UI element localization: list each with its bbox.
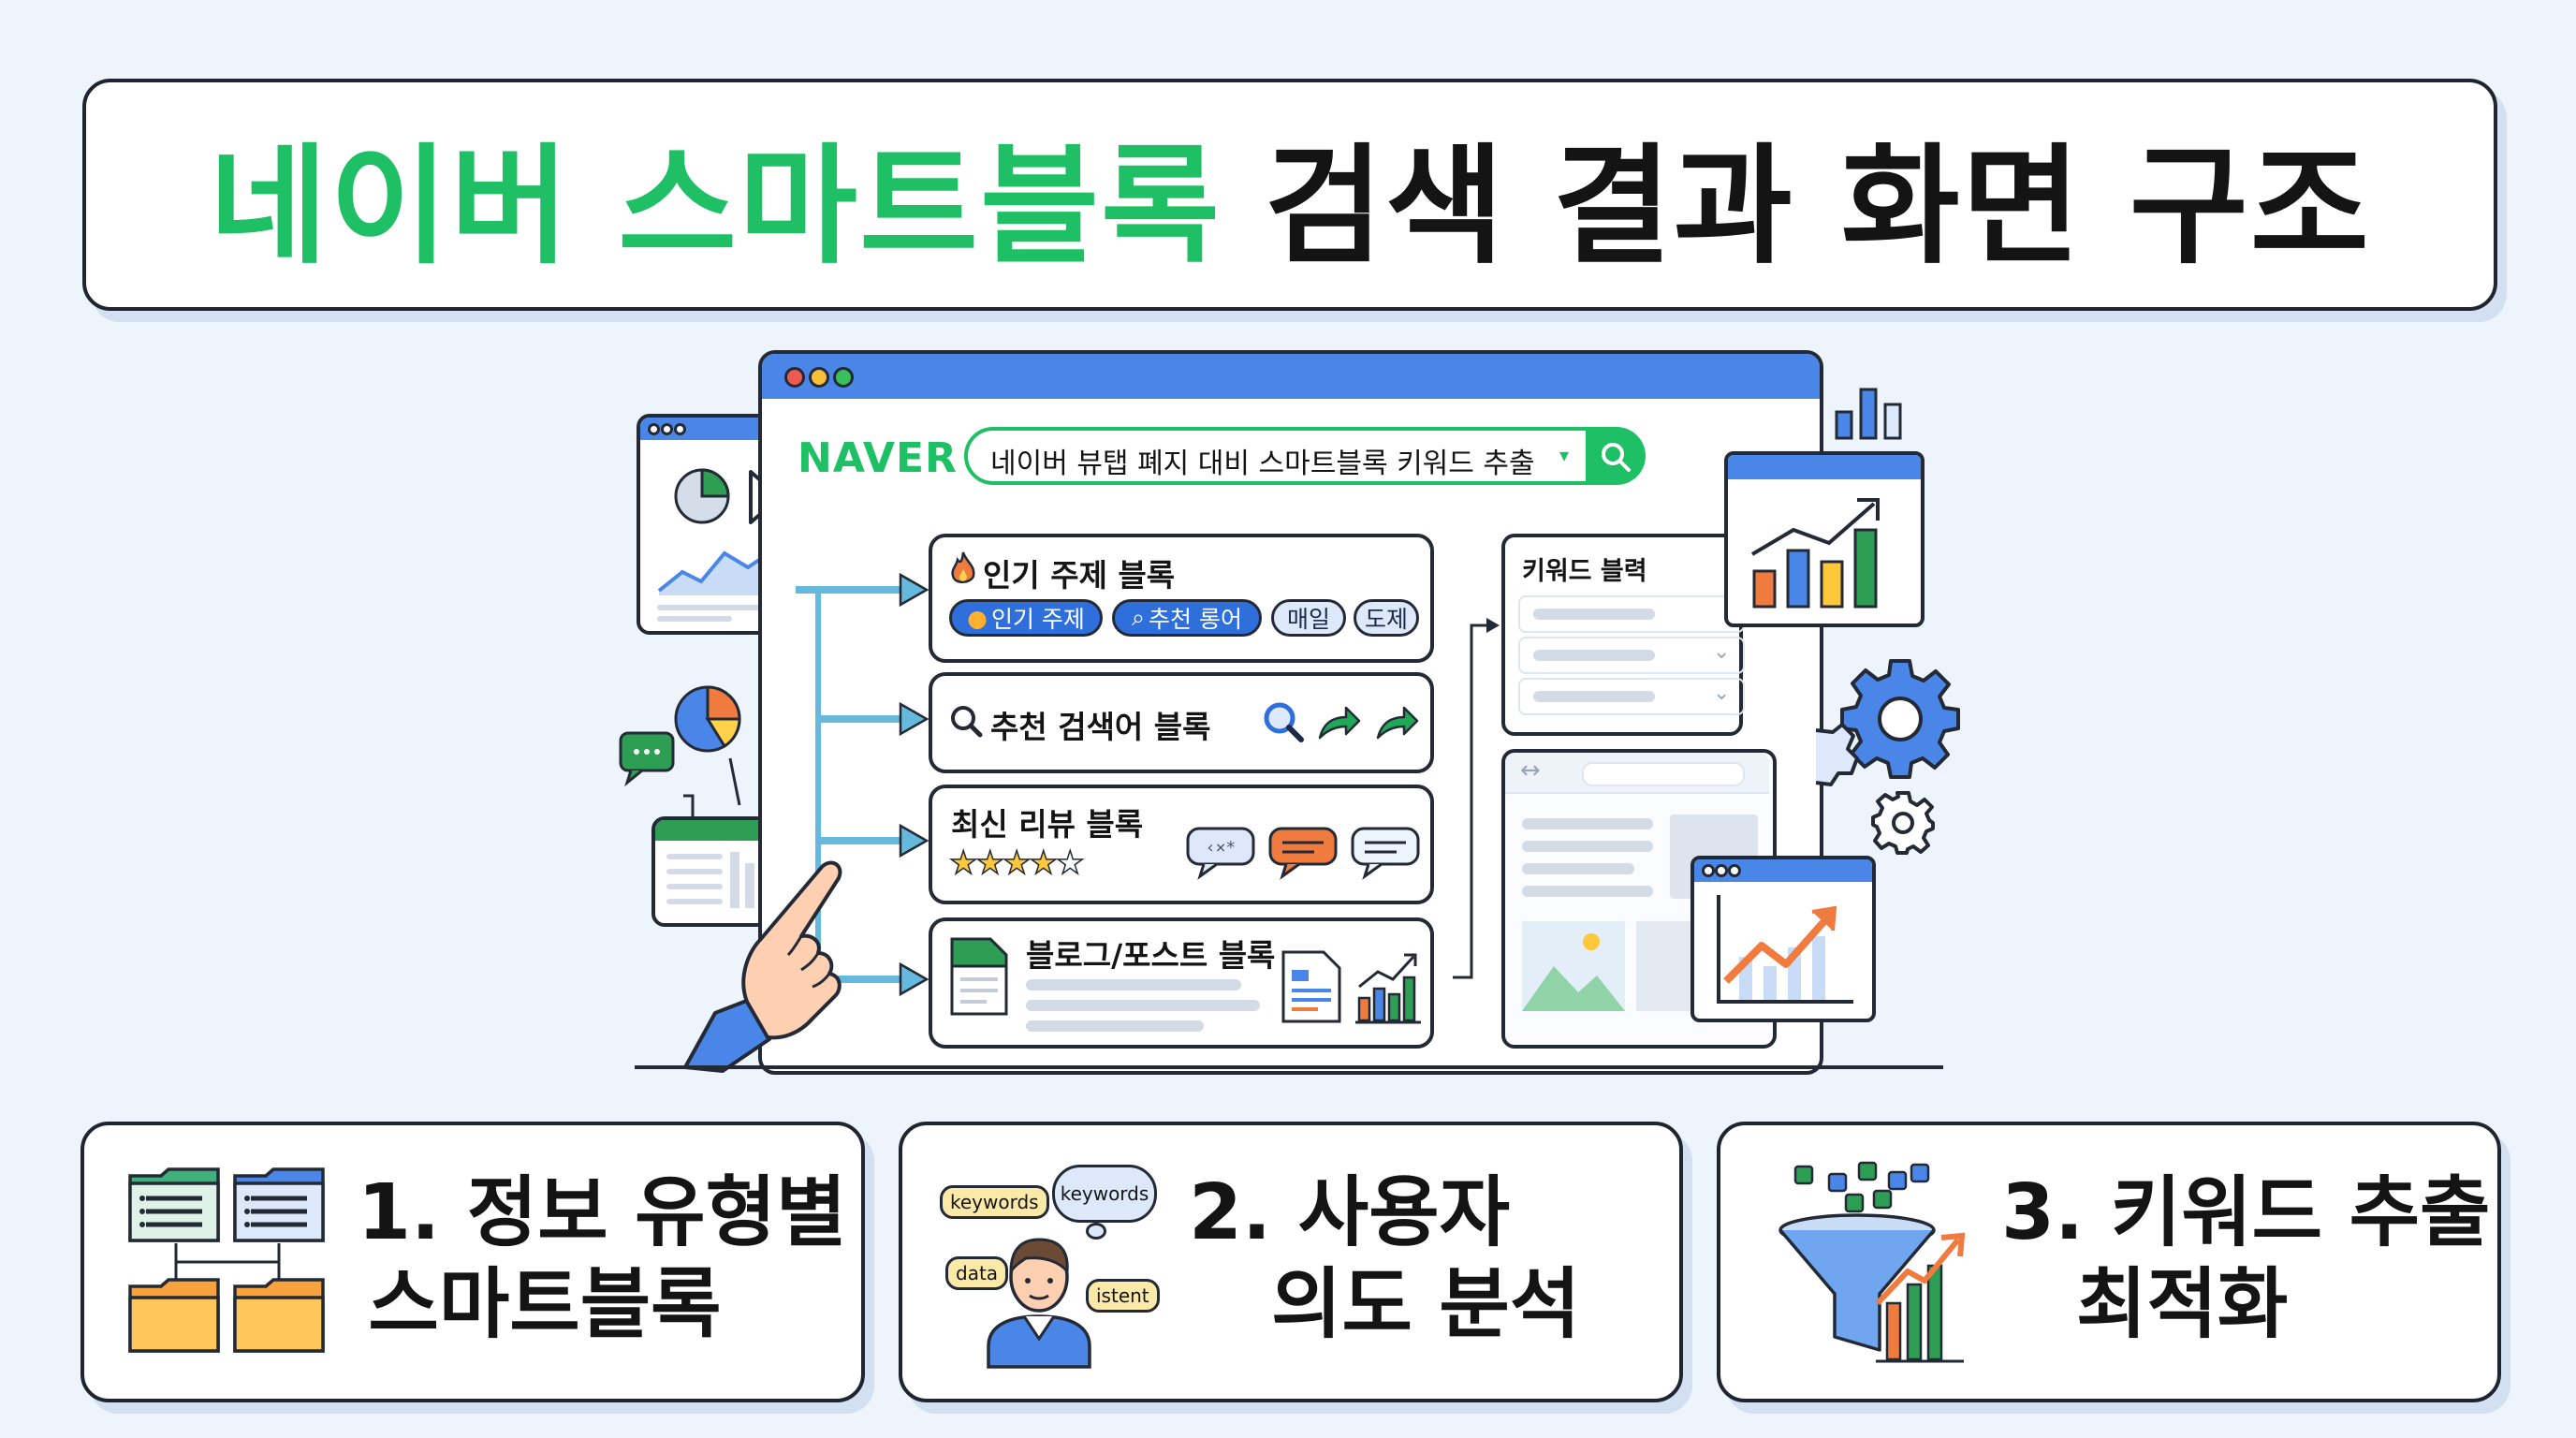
- svg-text:‹×*: ‹×*: [1206, 838, 1237, 858]
- connector-line: [683, 757, 741, 824]
- star-icon: ★: [1029, 844, 1059, 883]
- line-chart-icon: [657, 550, 764, 595]
- step-2-line2: 의도 분석: [1271, 1260, 1581, 1349]
- pie-chart-icon: [674, 685, 741, 753]
- gear-icon: [1871, 791, 1935, 855]
- arrow-icon: [1376, 706, 1419, 740]
- fire-icon: ●: [967, 604, 988, 632]
- star-rating: ★★★★★: [948, 844, 1085, 883]
- intent-tag: istent: [1086, 1279, 1160, 1313]
- hand-icon: [683, 860, 842, 1073]
- search-button[interactable]: [1586, 427, 1646, 485]
- document-icon: [950, 937, 1008, 1016]
- block-label: 추천 검색어 블록: [990, 709, 1211, 745]
- star-icon: ★: [948, 844, 978, 883]
- folder-icon: [233, 1278, 325, 1353]
- trend-chart-window: [1690, 856, 1876, 1022]
- keyword-dropdown-2[interactable]: ⌄: [1518, 637, 1745, 674]
- data-tag: data: [945, 1256, 1009, 1290]
- document-icon: [1281, 950, 1341, 1023]
- chip-popular-topic[interactable]: ● 인기 주제: [949, 599, 1103, 637]
- latest-review-block[interactable]: 최신 리뷰 블록 ★★★★★ ‹×*: [929, 785, 1434, 904]
- keyword-dropdown-1[interactable]: [1518, 595, 1745, 633]
- person-icon: [987, 1238, 1091, 1369]
- mini-table-window: [651, 816, 769, 927]
- title-banner: 네이버 스마트블록 검색 결과 화면 구조: [82, 79, 2497, 311]
- chat-icon: [1351, 827, 1420, 880]
- chip-dogeje[interactable]: 도제: [1354, 599, 1419, 637]
- gear-icon: [1840, 659, 1960, 779]
- page-title: 네이버 스마트블록 검색 결과 화면 구조: [86, 82, 2494, 307]
- connector-arrow: [1453, 618, 1500, 979]
- star-icon: ★: [975, 844, 1005, 883]
- search-icon: ⌕: [1132, 604, 1146, 631]
- arrow-icon: [1318, 706, 1361, 740]
- window-minimize-dot[interactable]: [809, 367, 829, 388]
- chip-daily[interactable]: 매일: [1271, 599, 1346, 637]
- keyword-tag: keywords: [1060, 1182, 1149, 1205]
- funnel-icon: [1778, 1161, 1966, 1363]
- title-highlight: 네이버 스마트블록: [209, 131, 1222, 282]
- blog-post-block[interactable]: 블로그/포스트 블록: [929, 917, 1434, 1049]
- step-2-line1: 2. 사용자: [1189, 1168, 1511, 1257]
- gear-icon: [1815, 723, 1859, 786]
- thought-cloud: keywords: [1052, 1165, 1157, 1223]
- window-maximize-dot[interactable]: [833, 367, 854, 388]
- pie-chart-icon: [674, 468, 730, 524]
- chat-icon: [619, 731, 675, 787]
- step-card-2: keywords keywords data istent 2. 사용자 의도 …: [899, 1122, 1683, 1402]
- search-icon: [1602, 443, 1631, 472]
- block-label: 최신 리뷰 블록: [951, 806, 1144, 843]
- folder-icon: [128, 1167, 220, 1242]
- chip-label: 인기 주제: [990, 606, 1085, 633]
- nav-arrows-icon[interactable]: ↔: [1520, 756, 1541, 785]
- recommended-search-block[interactable]: 추천 검색어 블록: [929, 672, 1434, 773]
- chip-recommended[interactable]: ⌕ 추천 롱어: [1112, 599, 1262, 637]
- window-close-dot[interactable]: [784, 367, 805, 388]
- keyword-panel[interactable]: 키워드 블력 ⌄ ⌄: [1501, 534, 1745, 736]
- step-1-line1: 1. 정보 유형별: [358, 1168, 847, 1257]
- popular-topic-block[interactable]: 인기 주제 블록 ● 인기 주제 ⌕ 추천 롱어 매일 도제: [929, 534, 1434, 663]
- fire-icon: [951, 551, 975, 583]
- naver-logo[interactable]: NAVER: [798, 434, 958, 482]
- title-rest: 검색 결과 화면 구조: [1264, 131, 2371, 282]
- step-3-line1: 3. 키워드 추출: [2001, 1168, 2491, 1257]
- chart-icon: [1750, 498, 1880, 609]
- browser-window: NAVER 네이버 뷰탭 폐지 대비 스마트블록 키워드 추출 ▾ 인기 주제 …: [758, 350, 1823, 1075]
- search-bar[interactable]: 네이버 뷰탭 폐지 대비 스마트블록 키워드 추출 ▾: [964, 427, 1646, 485]
- baseline: [635, 1065, 1943, 1069]
- step-1-line2: 스마트블록: [368, 1260, 722, 1349]
- chat-icon: [1268, 827, 1338, 880]
- chip-label: 매일: [1286, 606, 1330, 633]
- folder-icon: [128, 1278, 220, 1353]
- chip-label: 추천 롱어: [1149, 606, 1242, 633]
- chart-icon: [1355, 953, 1421, 1024]
- connector-lines: [174, 1243, 281, 1281]
- bar-chart-icon: [1835, 388, 1902, 440]
- step-3-line2: 최적화: [2076, 1260, 2289, 1349]
- chat-icon: ‹×*: [1186, 827, 1255, 880]
- image-placeholder-icon: [1522, 921, 1625, 1011]
- growth-chart-window: [1724, 451, 1925, 627]
- star-icon: ★: [1055, 844, 1085, 883]
- search-input[interactable]: 네이버 뷰탭 폐지 대비 스마트블록 키워드 추출: [990, 448, 1535, 480]
- block-label: 블로그/포스트 블록: [1026, 937, 1276, 974]
- chevron-down-icon[interactable]: ▾: [1559, 444, 1570, 466]
- chevron-down-icon: ⌄: [1713, 682, 1731, 705]
- block-label: 인기 주제 블록: [983, 557, 1176, 594]
- search-icon: [1264, 702, 1304, 742]
- step-card-3: 3. 키워드 추출 최적화: [1717, 1122, 2501, 1402]
- chevron-down-icon: ⌄: [1713, 640, 1731, 664]
- star-icon: ★: [1002, 844, 1032, 883]
- chip-label: 도제: [1365, 606, 1409, 633]
- keyword-tag: keywords: [940, 1185, 1049, 1219]
- keyword-panel-label: 키워드 블력: [1522, 557, 1647, 586]
- folder-icon: [233, 1167, 325, 1242]
- search-icon: [951, 706, 983, 738]
- keyword-dropdown-3[interactable]: ⌄: [1518, 678, 1745, 715]
- step-card-1: 1. 정보 유형별 스마트블록: [80, 1122, 865, 1402]
- chart-icon: [1717, 895, 1853, 1004]
